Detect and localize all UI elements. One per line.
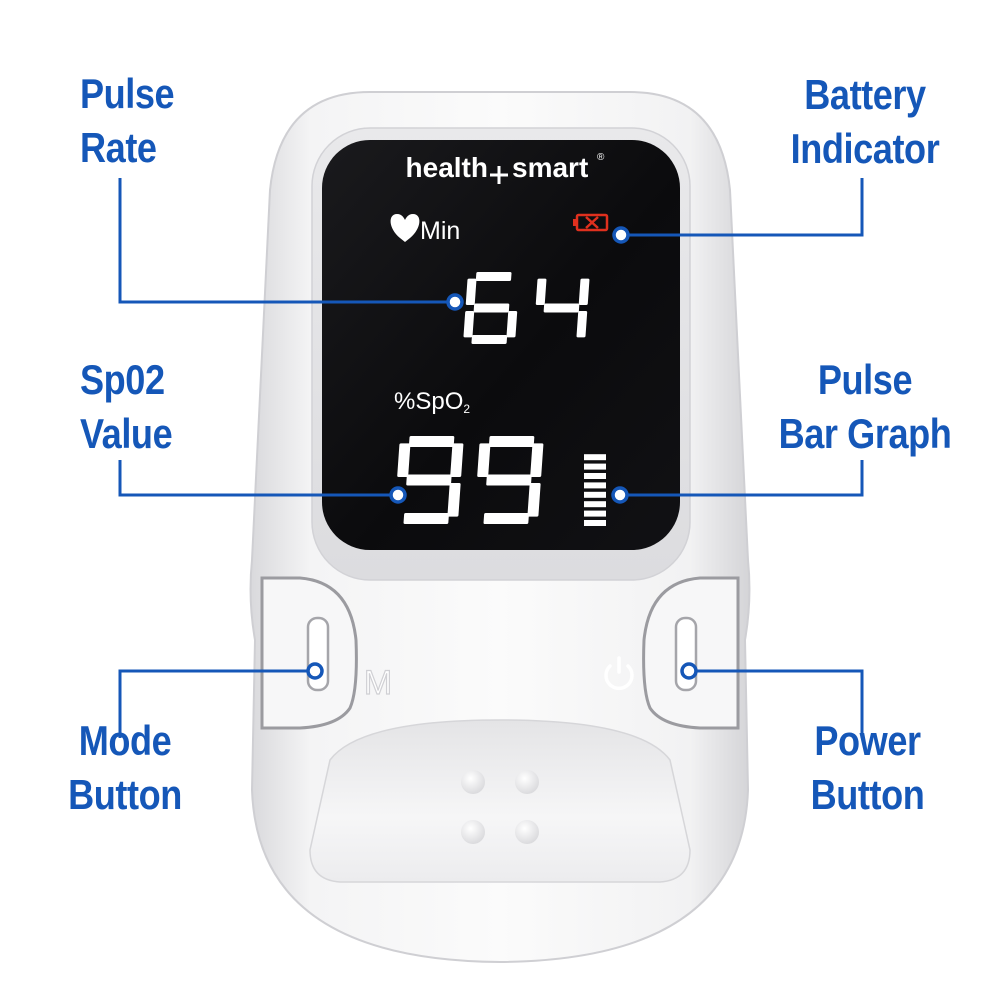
callout-battery-line2: Indicator xyxy=(790,125,940,172)
marker-pulse-rate xyxy=(446,293,464,311)
spo2-digit-2 xyxy=(477,436,544,524)
callout-pulse-rate-line1: Pulse xyxy=(80,70,175,117)
bar-segment xyxy=(584,510,606,517)
segment-a xyxy=(488,436,535,447)
heart-icon xyxy=(390,214,420,242)
mode-glyph: M xyxy=(364,664,392,702)
callout-mode-line1: Mode xyxy=(78,717,172,764)
callout-battery-line1: Battery xyxy=(804,71,926,118)
pulse-digit-2 xyxy=(535,278,590,338)
callout-spo2-value: Sp02 Value xyxy=(80,353,173,461)
leader-pulse-rate xyxy=(118,178,455,304)
bar-segment xyxy=(584,491,606,498)
callout-pulse-rate-line2: Rate xyxy=(80,124,157,171)
segment-g xyxy=(486,474,532,486)
bar-segment xyxy=(584,454,606,461)
bar-segment xyxy=(584,482,606,489)
marker-battery xyxy=(612,226,630,244)
brand-registered-mark: ® xyxy=(597,152,605,163)
leader-lines xyxy=(118,178,864,738)
segment-e xyxy=(463,311,475,338)
segment-f xyxy=(397,443,411,477)
callout-power-line1: Power xyxy=(814,717,921,764)
segment-g xyxy=(543,303,580,313)
leader-power-button xyxy=(689,669,864,738)
segment-c xyxy=(447,483,461,517)
segment-f xyxy=(535,278,547,305)
brand-left: health xyxy=(406,152,488,183)
display-screen xyxy=(322,140,680,550)
segment-f xyxy=(477,443,491,477)
leader-spo2 xyxy=(118,460,398,497)
callout-bar-graph-line1: Pulse xyxy=(817,356,913,403)
marker-power-button xyxy=(680,662,698,680)
callout-spo2-line2: Value xyxy=(80,410,173,457)
bar-segment xyxy=(584,520,606,526)
leader-mode-button xyxy=(118,669,315,738)
segment-g xyxy=(406,474,452,486)
pulse-rate-digits xyxy=(463,272,590,344)
grip-bump xyxy=(461,770,485,794)
segment-g xyxy=(473,303,510,313)
segment-f xyxy=(465,278,477,305)
segment-b xyxy=(530,443,544,477)
segment-b xyxy=(450,443,464,477)
segment-c xyxy=(506,311,518,338)
segment-d xyxy=(483,513,529,524)
callout-power-button: Power Button xyxy=(792,714,943,822)
spo2-digits xyxy=(397,436,544,524)
leader-battery xyxy=(621,178,864,237)
callout-bar-graph-line2: Bar Graph xyxy=(778,410,952,457)
segment-a xyxy=(408,436,455,447)
segment-c xyxy=(576,311,588,338)
segment-b xyxy=(578,278,590,305)
brand-plus-icon xyxy=(490,166,508,184)
battery-empty-icon xyxy=(573,213,609,232)
marker-bar-graph xyxy=(611,486,629,504)
pulse-digit-1 xyxy=(463,272,518,344)
spo2-digit-1 xyxy=(397,436,464,524)
callout-battery-indicator: Battery Indicator xyxy=(783,68,946,176)
bar-segment xyxy=(584,463,606,470)
segment-c xyxy=(527,483,541,517)
segment-d xyxy=(471,335,508,344)
callout-spo2-line1: Sp02 xyxy=(80,356,165,403)
segment-a xyxy=(475,272,512,281)
marker-spo2 xyxy=(389,486,407,504)
leader-bar-graph xyxy=(620,460,864,497)
callout-markers xyxy=(306,226,698,680)
callout-pulse-bar-graph: Pulse Bar Graph xyxy=(770,353,959,461)
callout-pulse-rate: Pulse Rate xyxy=(80,67,175,175)
grip-bump xyxy=(515,820,539,844)
bar-segment xyxy=(584,473,606,479)
callout-power-line2: Button xyxy=(810,771,925,818)
callout-mode-button: Mode Button xyxy=(52,714,198,822)
marker-mode-button xyxy=(306,662,324,680)
pulse-unit-label: Min xyxy=(420,217,460,245)
power-icon xyxy=(604,656,634,691)
bar-segment xyxy=(584,501,606,508)
pulse-bar-graph xyxy=(584,454,606,526)
grip-bump xyxy=(515,770,539,794)
spo2-unit-label: %SpO2 xyxy=(394,388,470,416)
grip-bump xyxy=(461,820,485,844)
brand-right: smart xyxy=(512,152,588,183)
segment-d xyxy=(403,513,449,524)
callout-mode-line2: Button xyxy=(68,771,182,818)
